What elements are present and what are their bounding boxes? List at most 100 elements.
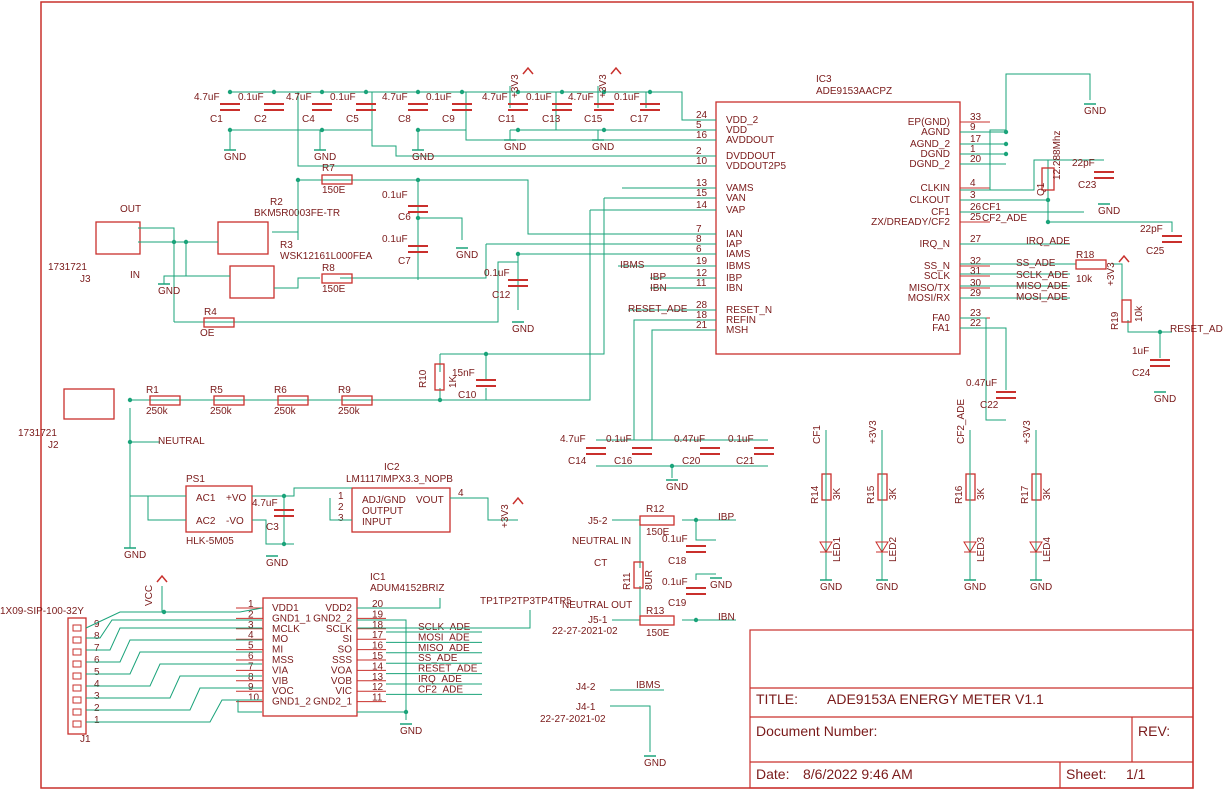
ct-label: CT — [594, 558, 607, 569]
junction-dot — [515, 251, 521, 257]
ic3-pin-name: FA1 — [932, 323, 950, 334]
ic1-pin-number: 2 — [248, 609, 254, 620]
r12-value: 150E — [646, 527, 670, 538]
neutral-out-label: NEUTRAL OUT — [562, 600, 632, 611]
q1-value: 12.288Mhz — [1052, 131, 1063, 180]
ic3-pin-name: VAN — [726, 193, 746, 204]
ic1-pin-number: 15 — [372, 651, 384, 662]
j1-pin-number: 5 — [94, 667, 100, 678]
ic1-pin-name: MSS — [272, 655, 294, 666]
led-ref: LED1 — [832, 537, 843, 562]
ic3-pin-name: VAMS — [726, 183, 754, 194]
ic1-net-label: CF2_ADE — [418, 684, 463, 695]
divider-resistor-value: 250k — [146, 406, 169, 417]
j4-part: 22-27-2021-02 — [540, 714, 606, 725]
ic3-pin-number: 7 — [696, 224, 702, 235]
ic3-pin-name: MOSI/RX — [908, 293, 951, 304]
led-resistor-value: 3K — [832, 487, 843, 500]
junction-dot — [693, 617, 699, 623]
divider-resistor-ref: R1 — [146, 385, 159, 396]
r19-value: 10k — [1134, 305, 1145, 322]
ic3-pin-number: 20 — [970, 154, 982, 165]
capacitor-value: 0.1uF — [728, 434, 754, 445]
ic3-part: ADE9153AACPZ — [816, 86, 892, 97]
junction-dot — [161, 609, 167, 615]
c25-value: 22pF — [1140, 224, 1163, 235]
neutral-label: NEUTRAL — [158, 436, 205, 447]
ic3-pin-name: AVDDOUT — [726, 135, 774, 146]
c10-ref: C10 — [458, 390, 477, 401]
junction-dot — [483, 351, 489, 357]
capacitor-ref: C4 — [302, 114, 315, 125]
ic3-pin-name: RESET_N — [726, 305, 772, 316]
junction-dot — [281, 493, 287, 499]
capacitor-value: 4.7uF — [560, 434, 586, 445]
led-resistor-value: 3K — [888, 487, 899, 500]
c23-value: 22pF — [1072, 158, 1095, 169]
date-label: Date: — [756, 766, 789, 782]
junction-dot — [227, 89, 233, 95]
supply-label: VCC — [144, 585, 155, 606]
ic3-pin-number: 10 — [696, 156, 708, 167]
capacitor-ref: C14 — [568, 456, 587, 467]
ground-label: GND — [592, 142, 614, 153]
ps1-pin-vo-minus: -VO — [226, 516, 244, 527]
j3-body — [95, 221, 141, 255]
ic3-pin-name: REFIN — [726, 315, 756, 326]
ic1-pin-name: VOA — [331, 665, 352, 676]
ic2-pin-name: ADJ/GND — [362, 495, 406, 506]
reset-ade-net-right: RESET_ADE — [1170, 324, 1223, 335]
j1-pin-number: 9 — [94, 619, 100, 630]
ic3-pin-number: 18 — [696, 310, 708, 321]
j1-pin-pad — [72, 696, 82, 704]
ground-label: GND — [512, 324, 534, 335]
led-symbol — [963, 541, 977, 553]
ic3-pin-number: 9 — [970, 122, 976, 133]
j2-ref: J2 — [48, 440, 59, 451]
capacitor-ref: C13 — [542, 114, 561, 125]
ic1-pin-name: SCLK — [326, 624, 352, 635]
junction-dot — [415, 89, 421, 95]
supply-label: +3V3 — [598, 74, 609, 98]
junction-dot — [171, 239, 177, 245]
r13-value: 150E — [646, 628, 670, 639]
ic3-pin-number: 12 — [696, 268, 708, 279]
junction-dot — [1003, 129, 1009, 135]
ic1-pin-number: 16 — [372, 641, 384, 652]
j1-pin-pad — [72, 660, 82, 668]
led-symbol — [1029, 541, 1043, 553]
ps1-body — [185, 485, 253, 533]
title-block — [749, 629, 1194, 789]
ic2-vout-num: 4 — [458, 488, 464, 499]
led-net-label: CF1 — [812, 425, 823, 444]
ic1-pin-name: VDD1 — [272, 603, 299, 614]
capacitor-value: 4.7uF — [568, 92, 594, 103]
ic3-pin-number: 14 — [696, 200, 708, 211]
ibn-net-cs: IBN — [718, 612, 735, 623]
ic1-pin-number: 8 — [248, 672, 254, 683]
ic3-pin-number: 31 — [970, 266, 982, 277]
junction-dot — [271, 89, 277, 95]
c24-value: 1uF — [1132, 346, 1149, 357]
junction-dot — [437, 397, 443, 403]
capacitor-ref: C2 — [254, 114, 267, 125]
miso-ade-net: MISO_ADE — [1016, 281, 1068, 292]
ic3-pin-name: CF1 — [931, 207, 950, 218]
ic3-pin-name: DVDDOUT — [726, 151, 775, 162]
sclk-ade-net: SCLK_ADE — [1016, 270, 1069, 281]
q1-ref: Q1 — [1036, 182, 1047, 196]
junction-dot — [1045, 219, 1051, 225]
ic1-pin-name: VOC — [272, 686, 294, 697]
capacitor-value: 0.1uF — [606, 434, 632, 445]
ic1-pin-number: 3 — [248, 620, 254, 631]
capacitor-symbols — [274, 171, 1182, 595]
junction-dot — [415, 215, 421, 221]
j3-ref: J3 — [80, 274, 91, 285]
r2-part: BKM5R0003FE-TR — [254, 208, 340, 219]
ground-label: GND — [400, 726, 422, 737]
ic3-pin-number: 33 — [970, 112, 982, 123]
ic1-part: ADUM4152BRIZ — [370, 583, 444, 594]
